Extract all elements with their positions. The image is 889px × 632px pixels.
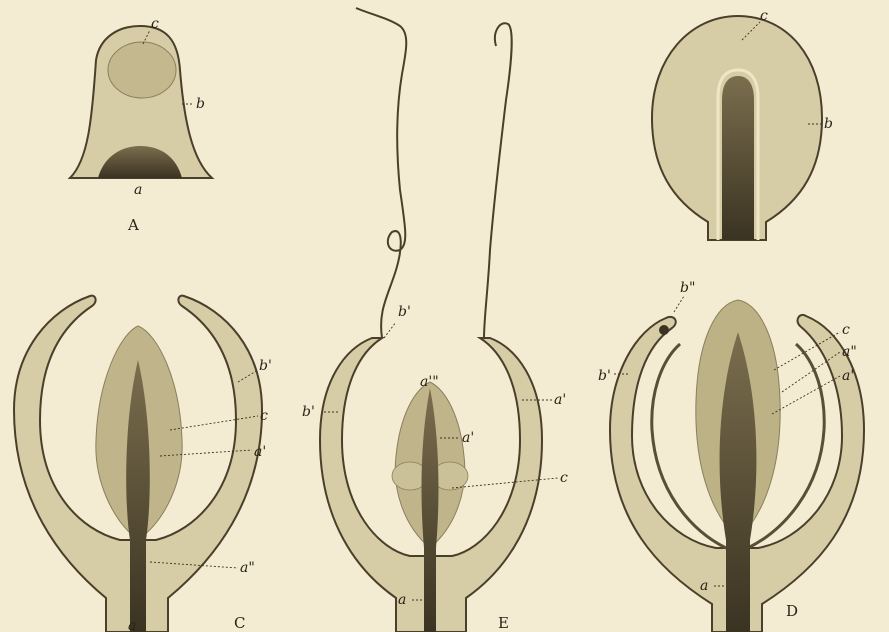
figure-d-label-a: a bbox=[700, 578, 708, 594]
figure-a: c b a A bbox=[70, 16, 212, 234]
figure-d-label-a2: a" bbox=[842, 344, 857, 360]
figure-c-label-a1: a' bbox=[254, 444, 266, 460]
figure-b: c b bbox=[652, 8, 833, 240]
figure-e-thread-left bbox=[356, 8, 406, 338]
figure-e-caption: E bbox=[498, 614, 509, 632]
figure-e-label-a: a bbox=[398, 592, 406, 608]
figure-d-caption: D bbox=[786, 602, 798, 620]
figure-a-label-c: c bbox=[151, 16, 159, 32]
figure-e-label-a3: a'" bbox=[420, 374, 439, 390]
figure-c-label-c: c bbox=[260, 408, 268, 424]
figure-c: b' c a' a" a C bbox=[14, 296, 272, 632]
figure-e-label-b1-top: b' bbox=[398, 304, 411, 320]
figure-b-label-b: b bbox=[824, 116, 833, 132]
figure-e-label-a1: a' bbox=[462, 430, 474, 446]
figure-c-label-b1: b' bbox=[259, 358, 272, 374]
figure-c-label-a: a bbox=[128, 618, 136, 632]
figure-a-label-b: b bbox=[196, 96, 205, 112]
figure-e-label-b1: b' bbox=[302, 404, 315, 420]
figure-d-label-b2: b" bbox=[680, 280, 695, 296]
figure-d-label-a1: a' bbox=[842, 368, 854, 384]
figure-e: b' a'" b' a' a' c a E bbox=[302, 8, 568, 632]
figure-a-label-a: a bbox=[134, 182, 142, 198]
figure-e-label-c: c bbox=[560, 470, 568, 486]
figure-e-thread-right bbox=[484, 23, 512, 338]
figure-c-label-a2: a" bbox=[240, 560, 255, 576]
figure-c-caption: C bbox=[234, 614, 245, 632]
figure-d-label-b1: b' bbox=[598, 368, 611, 384]
figure-d-label-c: c bbox=[842, 322, 850, 338]
figure-b-label-c: c bbox=[760, 8, 768, 24]
figure-d: b" b' c a" a' a D bbox=[598, 280, 864, 632]
figure-b-core bbox=[722, 76, 754, 240]
figure-e-label-a1-right: a' bbox=[554, 392, 566, 408]
figure-a-nucleus bbox=[108, 42, 176, 98]
figure-a-caption: A bbox=[127, 216, 139, 234]
